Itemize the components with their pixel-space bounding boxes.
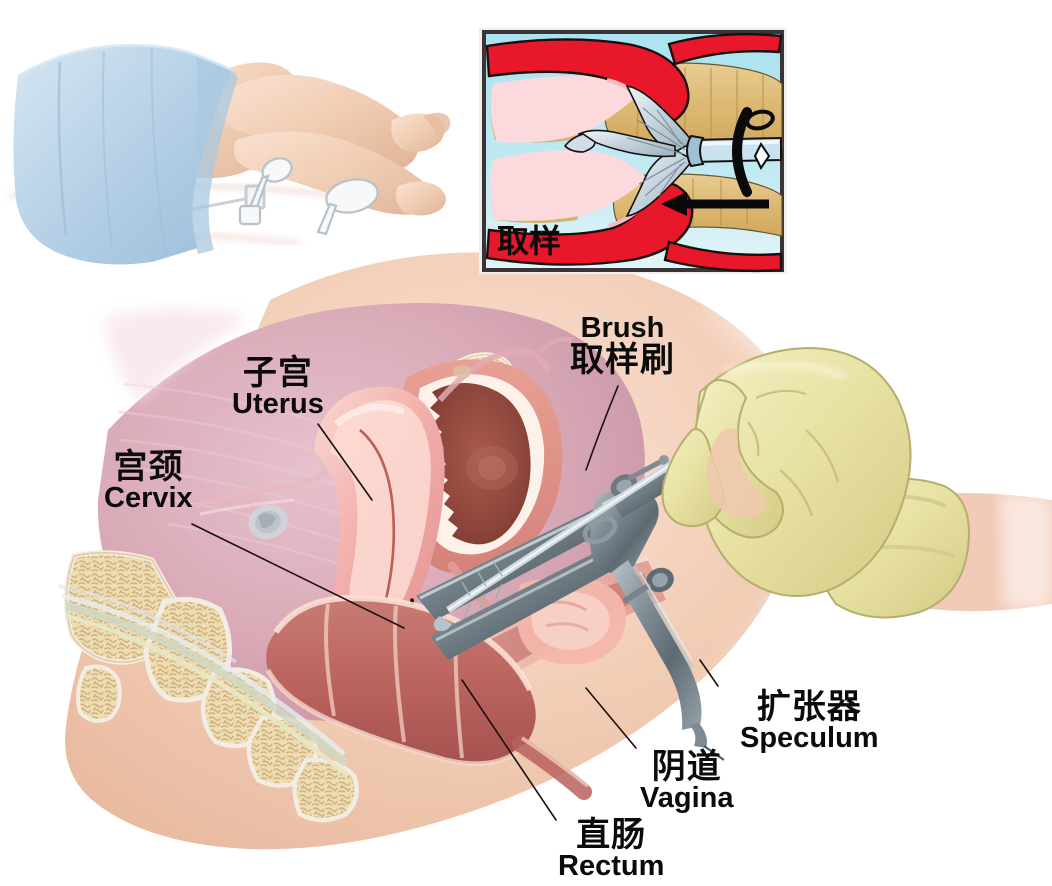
leader-rectum <box>461 679 557 821</box>
insertion-arrow-icon <box>661 192 769 216</box>
uterus <box>195 336 573 706</box>
label-cervix-en: Cervix <box>104 482 193 514</box>
gloved-hand <box>661 346 1052 619</box>
leader-uterus <box>317 423 373 501</box>
label-vagina: 阴道 Vagina <box>640 750 734 813</box>
label-uterus-cn: 子宫 <box>242 354 313 392</box>
sacrum-bone-group <box>57 550 359 823</box>
leader-speculum <box>699 659 719 687</box>
leader-brush <box>585 385 619 471</box>
perineum <box>516 576 627 665</box>
label-rectum: 直肠 Rectum <box>558 818 664 881</box>
sampling-brush <box>433 449 692 632</box>
label-brush-en: Brush <box>580 312 665 344</box>
label-speculum-en: Speculum <box>740 722 879 754</box>
patient-figure-group <box>9 43 451 265</box>
bladder <box>397 359 563 615</box>
label-rectum-cn: 直肠 <box>576 816 647 854</box>
label-uterus-en: Uterus <box>232 388 324 420</box>
label-rectum-en: Rectum <box>558 850 665 882</box>
label-uterus: 子宫 Uterus <box>232 356 324 419</box>
label-brush: Brush 取样刷 <box>570 312 675 379</box>
leader-cervix <box>191 523 405 629</box>
label-cervix: 宫颈 Cervix <box>104 450 193 513</box>
leader-lines <box>191 385 719 821</box>
label-vagina-cn: 阴道 <box>651 748 722 786</box>
speculum-thumbscrew-mid <box>623 567 674 603</box>
label-cervix-cn: 宫颈 <box>113 448 184 486</box>
label-speculum-cn: 扩张器 <box>756 688 862 726</box>
inset-caption: 取样 <box>497 223 562 259</box>
label-brush-cn: 取样刷 <box>570 341 675 379</box>
rotation-arrow-icon <box>732 107 775 197</box>
label-speculum: 扩张器 Speculum <box>740 690 879 753</box>
speculum-thumbscrew-top <box>610 455 669 498</box>
inset-artwork <box>479 28 787 274</box>
label-vagina-en: Vagina <box>640 782 734 814</box>
leader-vagina <box>585 687 637 749</box>
inset-panel: 取样 <box>479 28 787 274</box>
